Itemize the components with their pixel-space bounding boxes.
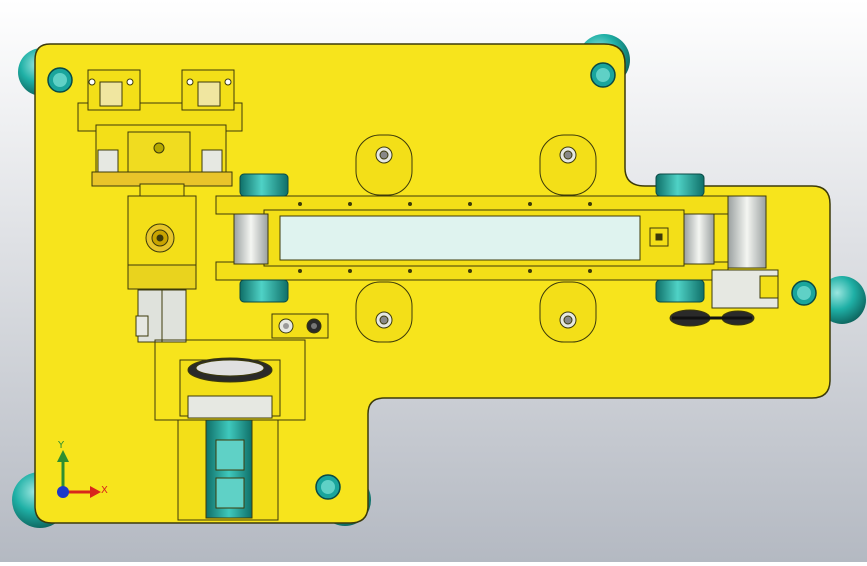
drive-unit	[669, 195, 779, 327]
triad-x-label: X	[101, 485, 108, 496]
conveyor-rollers	[239, 173, 705, 303]
coordinate-triad-icon	[57, 450, 101, 498]
mounting-holes	[47, 62, 817, 500]
motor-assembly	[154, 339, 306, 521]
belt-brackets	[355, 134, 597, 343]
frame-bolts	[298, 202, 592, 273]
triad-y-label: Y	[58, 440, 65, 451]
pivot-block	[127, 195, 197, 343]
adjustment-knobs	[271, 313, 329, 339]
conveyor-belt	[233, 213, 715, 265]
